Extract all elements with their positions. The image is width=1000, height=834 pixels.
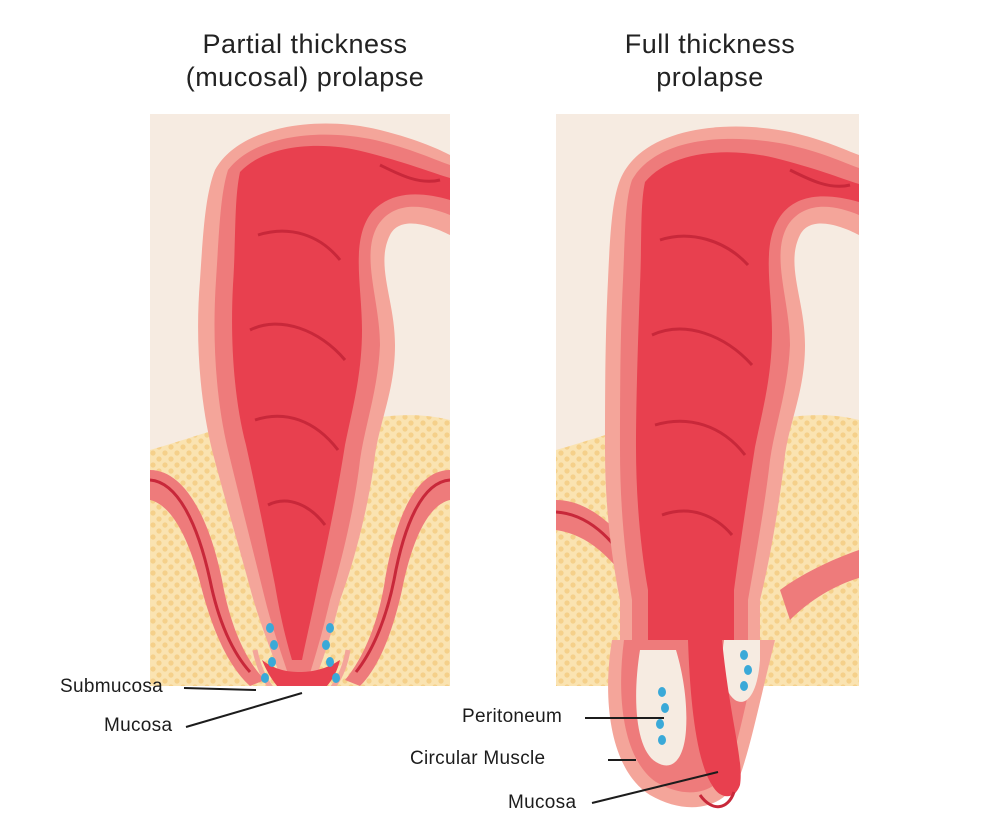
left-title-line1: Partial thickness <box>202 29 408 59</box>
right-mucosa-lumen <box>636 152 859 686</box>
label-submucosa: Submucosa <box>60 676 164 697</box>
left-fold-3 <box>254 414 340 451</box>
label-circular-muscle: Circular Muscle <box>410 748 546 769</box>
right-mucosa-leader <box>591 771 719 804</box>
left-fold-4 <box>267 499 327 526</box>
right-levator-right <box>780 550 859 620</box>
left-mucosa-lumen <box>232 145 450 661</box>
label-peritoneum: Peritoneum <box>462 706 563 727</box>
left-mucosa-leader <box>185 692 303 728</box>
right-fold-3 <box>654 419 747 456</box>
right-title-line2: prolapse <box>656 62 764 92</box>
left-levator-right <box>345 470 450 686</box>
left-submucosa-dots <box>261 623 340 683</box>
label-left-mucosa: Mucosa <box>104 715 173 736</box>
right-fold-5 <box>789 168 851 188</box>
right-fold-1 <box>659 234 750 267</box>
label-right-mucosa: Mucosa <box>508 792 577 813</box>
left-levator-right-line <box>354 478 450 673</box>
right-panel <box>556 114 859 809</box>
right-prolapse-tip-line <box>698 791 736 809</box>
left-submucosa-leader <box>183 687 257 691</box>
right-prolapse-mucosa <box>688 640 741 797</box>
right-levator-left <box>556 500 640 600</box>
left-prolapse-tip <box>262 660 340 686</box>
left-levator-left <box>150 470 265 686</box>
left-levator-left-line <box>150 478 252 674</box>
right-fold-2 <box>651 327 754 367</box>
left-panel-title: Partial thickness (mucosal) prolapse <box>150 28 460 94</box>
left-title-line2: (mucosal) prolapse <box>185 62 425 92</box>
left-fold-2 <box>249 322 347 361</box>
left-panel <box>150 114 450 728</box>
right-fold-4 <box>661 509 734 536</box>
right-title-line1: Full thickness <box>624 29 796 59</box>
right-peritoneum-dots <box>656 650 752 745</box>
right-peritoneal-sac-right <box>722 640 760 702</box>
right-panel-title: Full thickness prolapse <box>555 28 865 94</box>
left-fold-1 <box>257 229 342 261</box>
left-fold-5 <box>379 163 441 183</box>
